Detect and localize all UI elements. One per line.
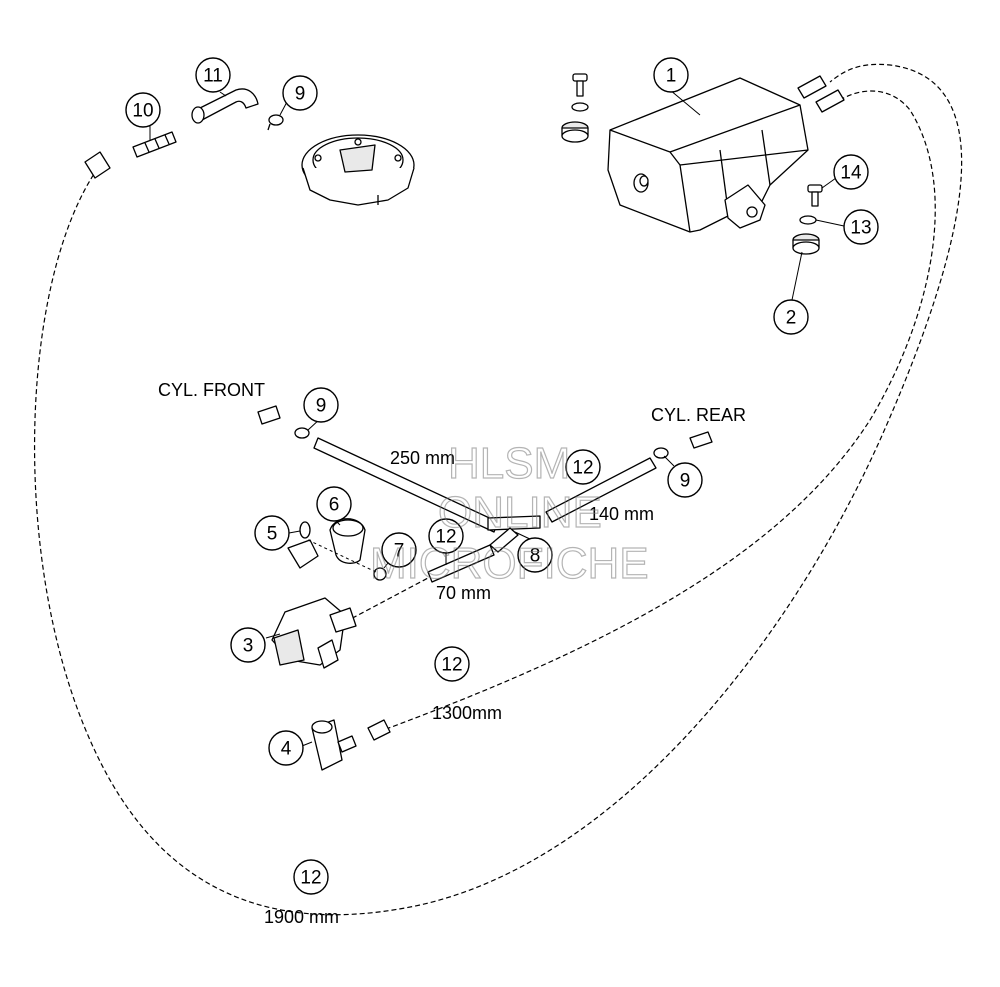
label-cyl-rear: CYL. REAR <box>651 405 746 425</box>
callout-7: 7 <box>381 532 417 568</box>
hose-clamp-9-top <box>267 114 284 131</box>
callout-12-250: 12 <box>428 518 464 554</box>
label-cyl-front: CYL. FRONT <box>158 380 265 400</box>
t-fitting-8 <box>487 515 541 553</box>
callout-3: 3 <box>230 627 266 663</box>
elbow-hose-11 <box>191 88 259 124</box>
svg-text:12: 12 <box>441 655 462 676</box>
label-len-1900: 1900 mm <box>264 907 339 927</box>
svg-text:9: 9 <box>680 471 691 492</box>
hose-70mm <box>427 544 495 583</box>
svg-text:6: 6 <box>329 495 340 516</box>
hose-nipple-10 <box>132 131 177 158</box>
callout-9-front: 9 <box>303 387 339 423</box>
callout-12-1300: 12 <box>434 646 470 682</box>
watermark-line3: MICROFICHE <box>370 539 649 588</box>
callout-8: 8 <box>517 537 553 573</box>
canister-screw-right <box>792 184 823 255</box>
hose-140mm <box>545 457 657 523</box>
svg-text:11: 11 <box>203 66 223 87</box>
svg-text:8: 8 <box>530 546 541 567</box>
svg-text:4: 4 <box>281 739 292 760</box>
callout-14: 14 <box>833 154 869 190</box>
front-cyl-nipple <box>257 405 281 425</box>
svg-text:12: 12 <box>435 527 456 548</box>
rubber-holder-6 <box>329 518 366 564</box>
purge-valve-3 <box>271 597 357 669</box>
bracket-5 <box>287 521 319 569</box>
callout-9-top: 9 <box>282 75 318 111</box>
label-len-250: 250 mm <box>390 448 455 468</box>
hose-end-left <box>84 151 111 179</box>
svg-text:13: 13 <box>850 218 871 239</box>
svg-text:12: 12 <box>572 458 593 479</box>
svg-text:12: 12 <box>300 868 321 889</box>
callout-12-1900: 12 <box>293 859 329 895</box>
hose-1900mm <box>33 63 963 916</box>
callout-2: 2 <box>773 299 809 335</box>
callout-4: 4 <box>268 730 304 766</box>
hose-clamp-9-front <box>294 427 310 439</box>
callout-11: 11 <box>195 57 231 93</box>
hose-clamp-9-rear <box>653 447 669 459</box>
svg-text:5: 5 <box>267 524 278 545</box>
callout-5: 5 <box>254 515 290 551</box>
svg-text:3: 3 <box>243 636 254 657</box>
connector-4 <box>311 719 357 771</box>
svg-text:7: 7 <box>394 541 405 562</box>
hose-250mm <box>313 437 499 533</box>
fuel-tank-cap <box>301 134 415 206</box>
svg-text:9: 9 <box>295 84 306 105</box>
callout-9-rear: 9 <box>667 462 703 498</box>
hose-stub-upper <box>797 75 845 113</box>
callout-6: 6 <box>316 486 352 522</box>
canister-screw-top <box>561 73 589 143</box>
svg-text:9: 9 <box>316 396 327 417</box>
svg-text:10: 10 <box>132 101 153 122</box>
callout-10: 10 <box>125 92 161 128</box>
screw-7 <box>307 539 387 581</box>
label-len-1300: 1300mm <box>432 703 502 723</box>
hose-end-1300 <box>367 719 391 741</box>
callout-13: 13 <box>843 209 879 245</box>
watermark-line1: HLSM <box>448 439 570 488</box>
callout-12-140: 12 <box>565 449 601 485</box>
rear-cyl-nipple <box>689 431 713 449</box>
svg-text:2: 2 <box>786 308 797 329</box>
svg-text:1: 1 <box>666 66 677 87</box>
hose-1300mm <box>377 90 936 733</box>
svg-text:14: 14 <box>840 163 862 184</box>
label-len-70: 70 mm <box>436 583 491 603</box>
callout-1: 1 <box>653 57 689 93</box>
watermark-line2: ONLINE <box>438 488 602 537</box>
charcoal-canister <box>607 77 809 233</box>
label-len-140: 140 mm <box>589 504 654 524</box>
